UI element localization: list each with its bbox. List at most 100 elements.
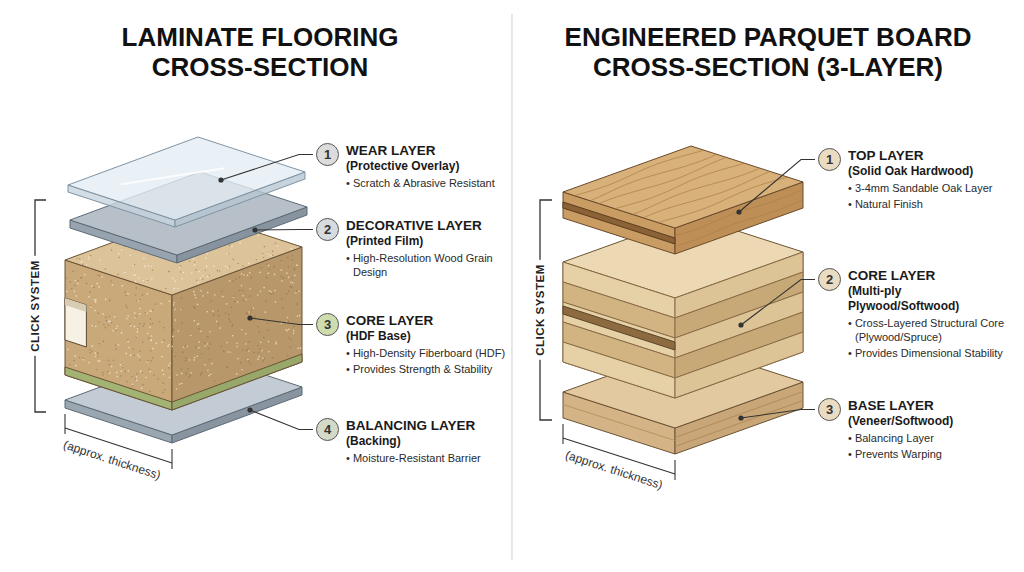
fiber-dot [152, 309, 154, 311]
layer-heading: TOP LAYER [848, 148, 1014, 164]
fiber-dot [148, 265, 150, 267]
fiber-dot [186, 346, 188, 348]
fiber-dot [173, 302, 175, 304]
fiber-dot [200, 290, 202, 292]
fiber-dot [187, 368, 189, 370]
fiber-dot [290, 346, 292, 348]
fiber-dot [94, 352, 96, 354]
fiber-dot [165, 288, 167, 290]
fiber-dot [150, 266, 152, 268]
callout-number: 1 [316, 143, 339, 166]
fiber-dot [220, 345, 222, 347]
fiber-dot [229, 321, 231, 323]
fiber-dot [89, 349, 91, 351]
fiber-dot [190, 335, 192, 337]
fiber-dot [251, 277, 253, 279]
fiber-dot [263, 287, 265, 289]
fiber-dot [239, 277, 241, 279]
fiber-dot [153, 375, 155, 377]
fiber-dot [214, 380, 216, 382]
fiber-dot [69, 364, 71, 366]
fiber-dot [105, 317, 107, 319]
fiber-dot [125, 304, 127, 306]
oak-top-layer [563, 146, 803, 254]
fiber-dot [185, 345, 187, 347]
fiber-dot [287, 355, 289, 357]
callout-number: 2 [818, 268, 841, 291]
fiber-dot [86, 283, 88, 285]
fiber-dot [118, 257, 120, 259]
fiber-dot [76, 258, 78, 260]
layer-band [563, 404, 675, 441]
bullet-note: • Provides Strength & Stability [346, 362, 508, 376]
fiber-dot [257, 345, 259, 347]
fiber-dot [273, 293, 275, 295]
fiber-dot [75, 280, 77, 282]
fiber-dot [109, 300, 111, 302]
fiber-dot [84, 274, 86, 276]
fiber-dot [163, 374, 165, 376]
fiber-dot [249, 288, 251, 290]
fiber-dot [139, 356, 141, 358]
wood-grain [675, 200, 803, 247]
layer-top [68, 137, 305, 220]
callout-number: 4 [316, 418, 339, 441]
leader-dot [736, 209, 741, 214]
fiber-dot [143, 323, 145, 325]
fiber-dot [206, 266, 208, 268]
wood-grain [633, 168, 760, 214]
fiber-dot [136, 373, 138, 375]
fiber-dot [137, 328, 139, 330]
fiber-dot [112, 284, 114, 286]
leader-line [741, 280, 815, 326]
fiber-dot [243, 274, 245, 276]
fiber-dot [89, 352, 91, 354]
fiber-dot [198, 341, 200, 343]
fiber-dot [257, 326, 259, 328]
fiber-dot [217, 270, 219, 272]
fiber-dot [134, 317, 136, 319]
callout: 2DECORATIVE LAYER(Printed Film)• High-Re… [316, 218, 508, 279]
fiber-dot [173, 330, 175, 332]
fiber-dot [206, 311, 208, 313]
fiber-dot [176, 388, 178, 390]
fiber-dot [294, 268, 296, 270]
fiber-dot [161, 356, 163, 358]
fiber-dot [180, 271, 182, 273]
fiber-dot [121, 332, 123, 334]
fiber-dot [147, 279, 149, 281]
fiber-dot [242, 299, 244, 301]
fiber-dot [296, 264, 298, 266]
fiber-dot [105, 299, 107, 301]
fiber-dot [264, 246, 266, 248]
fiber-dot [133, 274, 135, 276]
fiber-dot [246, 350, 248, 352]
fiber-dot [275, 301, 277, 303]
layer-band [563, 342, 675, 398]
fiber-dot [141, 387, 143, 389]
fiber-dot [259, 349, 261, 351]
fiber-dot [91, 325, 93, 327]
fiber-dot [181, 278, 183, 280]
fiber-dot [293, 332, 295, 334]
fiber-dot [124, 272, 126, 274]
fiber-dot [231, 246, 233, 248]
fiber-dot [268, 341, 270, 343]
fiber-dot [173, 304, 175, 306]
fiber-dot [269, 269, 271, 271]
fiber-dot [281, 280, 283, 282]
fiber-dot [67, 348, 69, 350]
callout-text: CORE LAYER(HDF Base)• High-Density Fiber… [346, 313, 508, 376]
fiber-dot [249, 272, 251, 274]
fiber-dot [242, 349, 244, 351]
fiber-dot [106, 320, 108, 322]
fiber-dot [186, 373, 188, 375]
fiber-dot [269, 292, 271, 294]
fiber-dot [99, 343, 101, 345]
fiber-dot [149, 371, 151, 373]
fiber-dot [145, 266, 147, 268]
fiber-dot [236, 342, 238, 344]
fiber-dot [226, 342, 228, 344]
fiber-dot [129, 324, 131, 326]
fiber-dot [261, 254, 263, 256]
